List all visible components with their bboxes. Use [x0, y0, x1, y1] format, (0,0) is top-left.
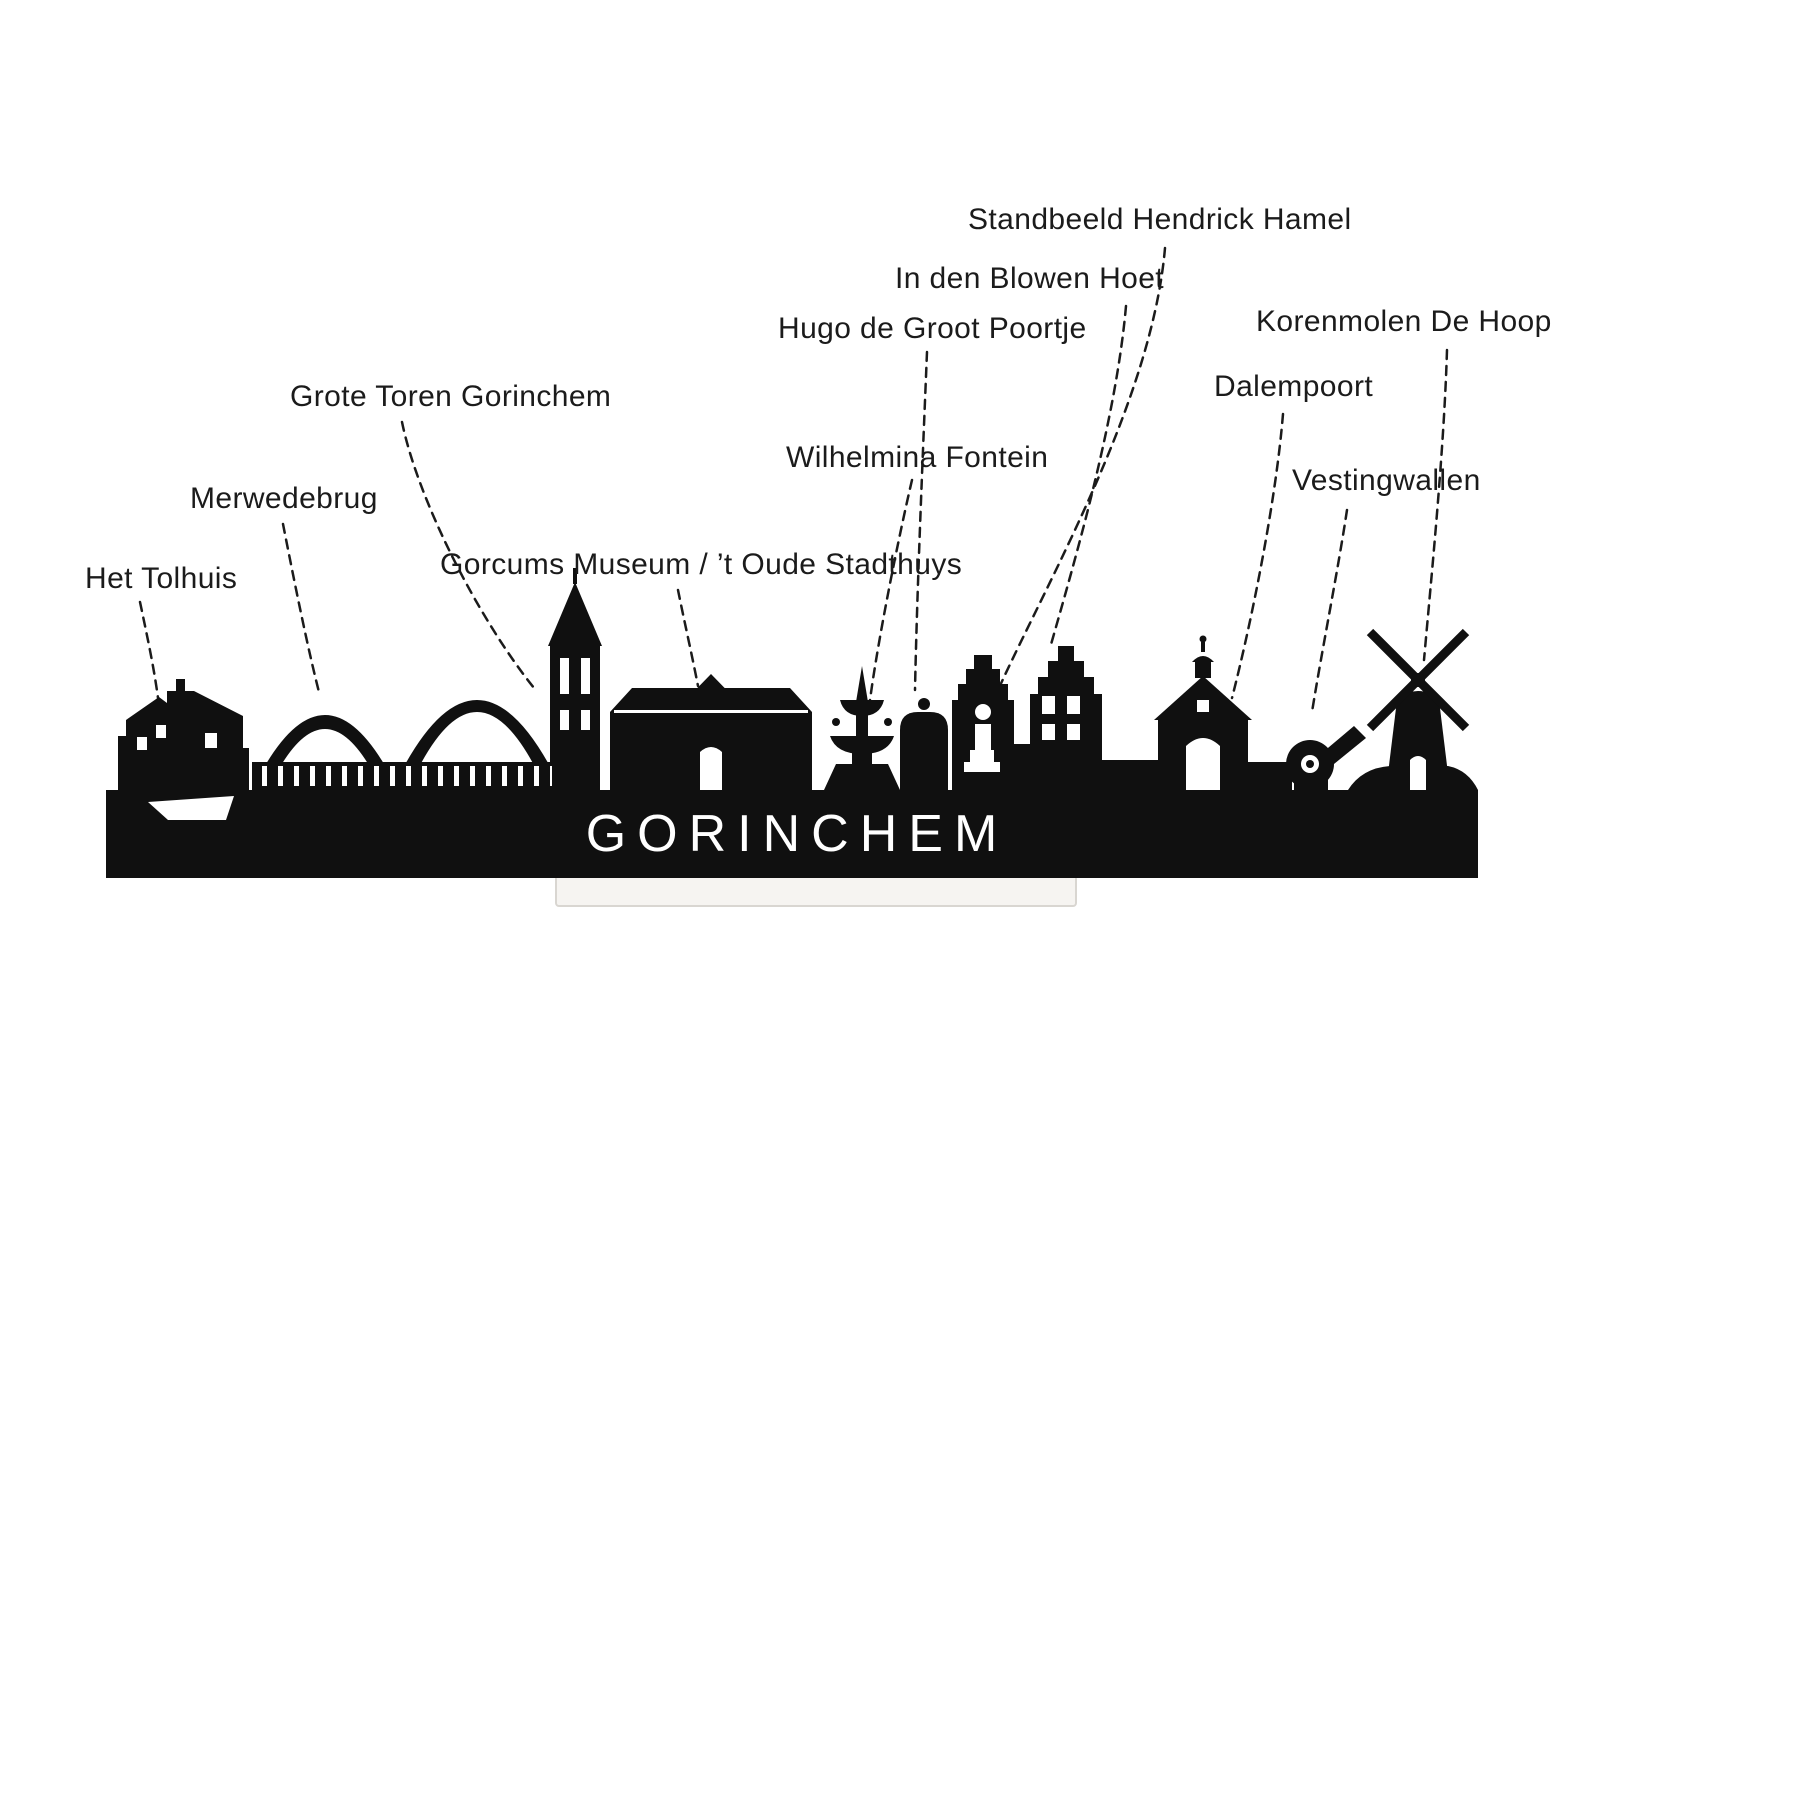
cannon-wheel-hub	[1306, 760, 1314, 768]
grote-toren-finial	[573, 568, 577, 584]
window-cutout	[156, 725, 166, 738]
dalempoort-window-cutout	[1197, 700, 1209, 712]
callout-lines	[138, 246, 1449, 714]
label-in-den-blowen-hoet: In den Blowen Hoet	[895, 262, 1165, 295]
label-standbeeld-hendrick-hamel: Standbeeld Hendrick Hamel	[968, 203, 1352, 236]
hamel-statue-cutout	[964, 704, 1000, 772]
callout-line-wilhelmina-fontein	[868, 478, 914, 702]
skyline-title-cutout: GORINCHEM	[586, 805, 1009, 863]
callout-line-korenmolen-de-hoop	[1422, 348, 1449, 662]
callout-line-merwedebrug	[281, 522, 322, 698]
hugo-poortje-knob	[918, 698, 930, 710]
label-merwedebrug: Merwedebrug	[190, 482, 378, 515]
callout-line-in-den-blowen-hoet	[1048, 304, 1128, 650]
dalempoort-ball	[1199, 635, 1207, 643]
merwedebrug-arch-large	[392, 700, 562, 790]
dalempoort-arch-cutout	[1186, 738, 1220, 790]
tower-slit-cutout	[581, 710, 590, 730]
tower-slit-cutout	[560, 658, 569, 694]
merwedebrug-arch-small	[252, 715, 398, 790]
hugo-de-groot-poortje-silhouette	[900, 712, 948, 790]
gorcums-museum-silhouette	[610, 688, 812, 790]
boat-cutout	[148, 796, 234, 820]
label-wilhelmina-fontein: Wilhelmina Fontein	[786, 441, 1049, 474]
callout-line-grote-toren	[400, 420, 536, 690]
hamel-house-silhouette	[952, 655, 1014, 790]
museum-roofline-cutout	[614, 710, 808, 713]
callout-line-het-tolhuis	[138, 600, 160, 700]
callout-line-gorcums-museum	[676, 588, 700, 688]
dalempoort-roof	[1154, 676, 1252, 720]
callout-line-hugo-de-groot-poortje	[913, 350, 929, 692]
label-het-tolhuis: Het Tolhuis	[85, 562, 238, 595]
gorcums-museum-pediment	[674, 674, 748, 712]
grote-toren-silhouette	[548, 582, 602, 790]
tower-slit-cutout	[560, 710, 569, 730]
callout-line-standbeeld-hendrick-hamel	[996, 246, 1167, 692]
label-gorcums-museum: Gorcums Museum / ’t Oude Stadthuys	[440, 548, 963, 581]
vestingwall-left	[1102, 760, 1158, 790]
cannon-silhouette	[1286, 726, 1366, 790]
window-cutout	[1042, 724, 1055, 740]
korenmolen-de-hoop-silhouette	[1348, 628, 1478, 790]
skyline-silhouette	[106, 568, 1478, 878]
skyline-base	[106, 790, 1478, 878]
wilhelmina-fontein-silhouette	[824, 666, 900, 790]
label-hugo-de-groot-poortje: Hugo de Groot Poortje	[778, 312, 1087, 345]
window-cutout	[1042, 696, 1055, 714]
label-vestingwallen: Vestingwallen	[1292, 464, 1481, 497]
window-cutout	[205, 733, 217, 748]
callout-line-vestingwallen	[1310, 508, 1349, 714]
windmill-door-cutout	[1410, 756, 1426, 790]
dalempoort-cupola	[1195, 662, 1211, 678]
window-cutout	[137, 737, 147, 750]
window-cutout	[1067, 724, 1080, 740]
museum-door-cutout	[700, 747, 722, 790]
silhouette-cutouts	[137, 658, 1426, 820]
in-den-blowen-hoet-silhouette	[1030, 646, 1102, 790]
window-cutout	[1067, 696, 1080, 714]
label-dalempoort: Dalempoort	[1214, 370, 1374, 403]
label-korenmolen-de-hoop: Korenmolen De Hoop	[1256, 305, 1552, 338]
dalempoort-mast	[1201, 642, 1205, 652]
vestingwall-right	[1248, 762, 1292, 790]
het-tolhuis-silhouette	[118, 679, 249, 790]
callout-line-dalempoort	[1230, 412, 1285, 700]
dalempoort-dome	[1192, 656, 1214, 662]
label-grote-toren-gorinchem: Grote Toren Gorinchem	[290, 380, 612, 413]
house-link	[1014, 744, 1030, 790]
tower-slit-cutout	[581, 658, 590, 694]
